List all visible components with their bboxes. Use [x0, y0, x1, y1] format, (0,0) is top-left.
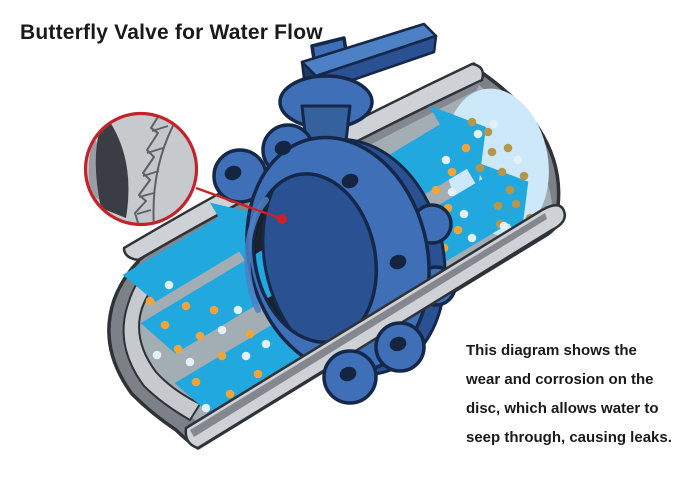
particle-dot — [489, 119, 499, 129]
particle-dot — [245, 329, 255, 339]
particle-dot — [503, 143, 513, 153]
particle-dot — [431, 185, 441, 195]
bolt-hole — [389, 254, 407, 270]
particle-dot — [173, 344, 183, 354]
particle-dot — [475, 163, 485, 173]
valve-assembly — [212, 22, 457, 376]
particle-dot — [459, 209, 469, 219]
bolt-hole — [339, 366, 357, 382]
particle-dot — [483, 127, 493, 137]
particle-dot — [191, 377, 201, 387]
particle-dot — [181, 301, 191, 311]
pipe-endcap-rim — [122, 249, 201, 421]
caption-text: This diagram shows the wear and corrosio… — [466, 336, 681, 452]
particle-dot — [441, 155, 451, 165]
particle-dot — [467, 233, 477, 243]
lens-worn-edge — [134, 115, 177, 223]
particle-dot — [185, 357, 195, 367]
particle-dot — [497, 167, 507, 177]
particle-dot — [487, 147, 497, 157]
particle-dot — [145, 296, 155, 306]
particle-dot — [253, 369, 263, 379]
particle-dot — [493, 201, 503, 211]
particle-dot — [511, 199, 521, 209]
particle-dot — [152, 350, 162, 360]
flange-bottom-lobes — [322, 321, 426, 405]
wear-point-dot — [277, 214, 287, 224]
bolt-hole — [341, 173, 359, 189]
particle-dot — [160, 320, 170, 330]
lens-dark-gap — [95, 116, 129, 218]
caption-line: disc, which allows water to — [466, 400, 659, 417]
particle-dot — [447, 167, 457, 177]
particle-dot — [513, 155, 523, 165]
caption-line: wear and corrosion on the — [466, 371, 654, 388]
magnified-wear-view — [88, 115, 177, 223]
pipe-bottom-rim — [184, 204, 566, 450]
particle-dot — [505, 185, 515, 195]
particle-dot — [195, 331, 205, 341]
particle-dot — [225, 389, 235, 399]
particle-dot — [217, 325, 227, 335]
page-title: Butterfly Valve for Water Flow — [20, 21, 323, 44]
particle-dot — [473, 129, 483, 139]
caption-line: This diagram shows the — [466, 342, 637, 359]
bolt-hole — [274, 140, 292, 156]
caption-line: seep through, causing leaks. — [466, 429, 672, 446]
pipe-bottom-rim-edge — [190, 213, 547, 437]
particle-dot — [453, 225, 463, 235]
magnifier-detail — [83, 111, 287, 227]
particle-dot — [241, 351, 251, 361]
particle-dot — [499, 221, 509, 231]
particle-dot — [519, 171, 529, 181]
lens-wear-notches — [136, 125, 169, 215]
particle-dot — [209, 305, 219, 315]
magnifier-ring — [83, 111, 199, 227]
particle-dot — [201, 403, 211, 413]
leader-line — [195, 186, 283, 221]
particle-dot — [217, 351, 227, 361]
bolt-hole — [224, 165, 242, 181]
particle-dot — [447, 187, 457, 197]
flow-arrow — [122, 202, 262, 302]
bolt-hole — [389, 336, 407, 352]
particle-dot — [233, 305, 243, 315]
bolt-holes — [224, 140, 407, 270]
particle-dot — [461, 143, 471, 153]
particle-dot — [164, 280, 174, 290]
particle-dot — [261, 339, 271, 349]
particle-dot — [467, 117, 477, 127]
